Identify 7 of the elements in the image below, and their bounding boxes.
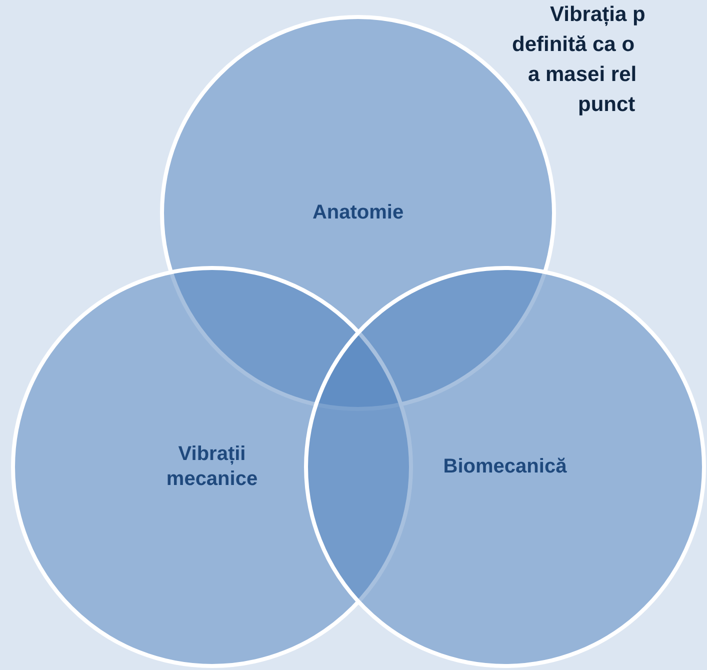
note-text: Vibrația p xyxy=(550,2,646,28)
note-text: punct xyxy=(578,92,636,118)
circle-label: Vibrații mecanice xyxy=(165,442,259,492)
circle-label: Anatomie xyxy=(311,200,405,226)
note-text: a masei rel xyxy=(528,62,637,88)
note-text: definită ca o xyxy=(512,32,635,58)
circle-label: Biomecanică xyxy=(442,454,568,480)
